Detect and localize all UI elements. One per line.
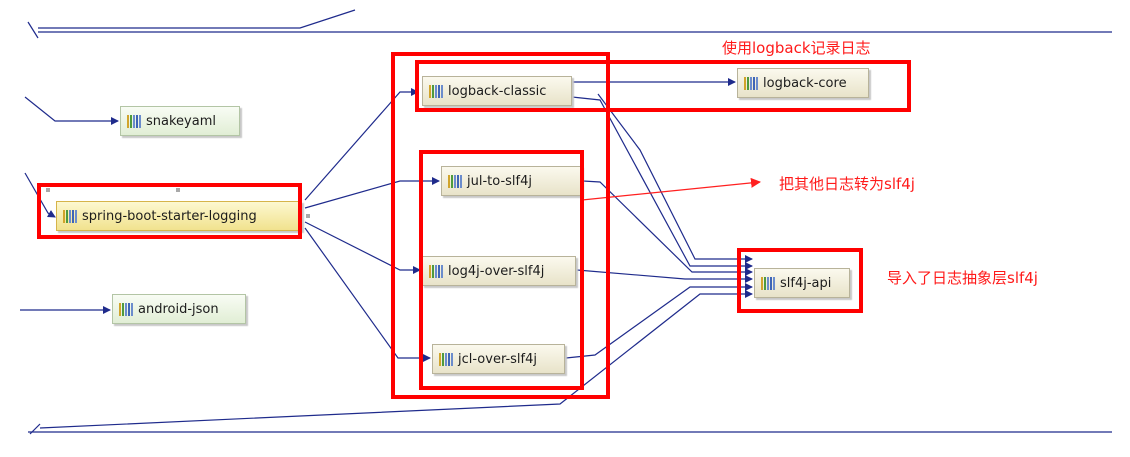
library-jar-icon — [744, 76, 758, 90]
edge-top-1 — [38, 9, 356, 29]
node-label: spring-boot-starter-logging — [82, 208, 257, 224]
node-log4j-over-slf4j[interactable]: log4j-over-slf4j — [422, 256, 576, 286]
selection-handle[interactable] — [176, 188, 180, 192]
edge-to-starter — [24, 172, 56, 218]
edge-bottom-slf4j — [39, 290, 753, 429]
node-jcl-over-slf4j[interactable]: jcl-over-slf4j — [432, 344, 565, 374]
annotation-slf4j: 导入了日志抽象层slf4j — [887, 269, 1038, 287]
highlight-box-logback — [415, 60, 911, 112]
node-label: slf4j-api — [780, 275, 832, 291]
node-spring-boot-starter-logging[interactable]: spring-boot-starter-logging — [56, 201, 302, 231]
edge-starter-jul — [304, 177, 440, 209]
node-logback-classic[interactable]: logback-classic — [422, 76, 572, 106]
edge-bottom-2 — [29, 423, 41, 435]
edge-log4j-slf4j — [576, 269, 753, 283]
library-jar-icon — [127, 114, 141, 128]
node-label: android-json — [138, 301, 219, 317]
library-jar-icon — [429, 264, 443, 278]
library-jar-icon — [63, 209, 77, 223]
library-jar-icon — [439, 352, 453, 366]
node-label: jul-to-slf4j — [467, 173, 532, 189]
highlight-box-bridges-outer — [391, 52, 610, 399]
highlight-box-bridges-inner — [419, 150, 584, 390]
library-jar-icon — [119, 302, 133, 316]
highlight-box-slf4j-api — [737, 248, 863, 313]
node-snakeyaml[interactable]: snakeyaml — [120, 106, 240, 136]
selection-handle[interactable] — [46, 188, 50, 192]
selection-handle[interactable] — [306, 214, 310, 218]
edge-to-snakeyaml — [24, 96, 119, 125]
node-label: logback-classic — [448, 83, 547, 99]
node-slf4j-api[interactable]: slf4j-api — [754, 268, 850, 298]
library-jar-icon — [761, 276, 775, 290]
node-label: logback-core — [763, 75, 847, 91]
library-jar-icon — [429, 84, 443, 98]
node-label: jcl-over-slf4j — [458, 351, 537, 367]
edge-starter-log4j — [304, 221, 421, 274]
annotation-bridges: 把其他日志转为slf4j — [779, 175, 915, 193]
annotation-arrow — [581, 177, 761, 201]
highlight-box-starter — [37, 183, 302, 239]
edge-logback-core-slf4j — [597, 93, 753, 263]
node-logback-core[interactable]: logback-core — [737, 68, 869, 98]
edge-jul-slf4j — [582, 180, 753, 276]
node-jul-to-slf4j[interactable]: jul-to-slf4j — [441, 166, 582, 196]
edge-starter-logback-classic — [304, 88, 419, 201]
library-jar-icon — [448, 174, 462, 188]
edge-classic-slf4j — [571, 96, 753, 270]
node-label: log4j-over-slf4j — [448, 263, 545, 279]
annotation-logback: 使用logback记录日志 — [722, 39, 871, 57]
node-label: snakeyaml — [146, 113, 216, 129]
node-android-json[interactable]: android-json — [112, 294, 246, 324]
edge-top-3 — [27, 21, 39, 39]
